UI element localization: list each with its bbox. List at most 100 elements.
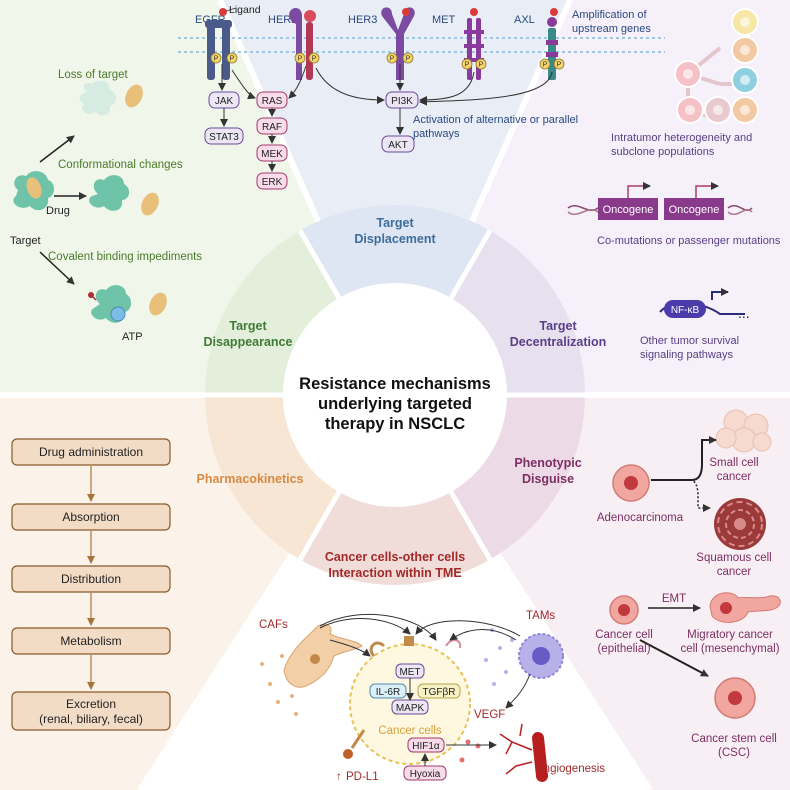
pathway-jak: JAK [215,96,234,107]
center-title-line2: underlying targeted [318,395,472,413]
phospho-egfr-b: P [230,56,235,63]
subclone-tree [674,8,759,124]
survival-line1: Other tumor survival [640,335,739,347]
box-il6r [369,683,407,699]
oncogene-label-2: Oncogene [669,204,720,216]
pk-label-1: Drug administration [39,445,143,459]
label-tme-2: Interaction within TME [328,566,461,580]
heterogeneity-line2: subclone populations [611,146,715,158]
drug-capsule-3 [149,292,167,316]
center-title: Resistance mechanisms underlying targete… [299,375,491,433]
center-circle [283,283,507,507]
target-label: Target [10,235,41,247]
oncogene-box-1 [598,198,658,220]
pathway-raf: RAF [262,122,282,133]
mesenchymal-cell [709,592,781,623]
faded-target-shape [79,80,116,116]
tme-hif1a-label: HIF1α [412,741,440,752]
disappearance-arrows [39,135,87,285]
her3-receptor [381,7,415,81]
phospho-her3-b: P [406,56,411,63]
squamous-line2: cancer [717,566,752,578]
cancer-cell-line1: Cancer cell [595,629,653,641]
cancer-cells-label: Cancer cells [378,725,442,737]
ligand-dot [219,8,227,16]
angiogenesis-label: Angiogenesis [536,763,605,775]
conformational-label: Conformational changes [58,159,183,171]
label-phenotypic-2: Disguise [522,472,574,486]
drug-label: Drug [46,205,70,217]
pk-label-5a: Excretion [66,697,116,711]
drug-capsule-1 [125,84,143,108]
phospho-sites [210,52,565,70]
phospho-egfr-a: P [214,56,219,63]
phospho-her2-a: P [298,56,303,63]
phospho-met-a: P [465,62,470,69]
survival-line2: signaling pathways [640,349,733,361]
dna-strand [567,182,753,220]
vegf-label: VEGF [474,709,505,721]
caf-cell [283,623,363,688]
box-akt [381,135,415,153]
oncogene-label-1: Oncogene [603,204,654,216]
heterogeneity-line1: Intratumor heterogeneity and [611,132,752,144]
receptor-label-met: MET [432,14,456,26]
pathway-akt: AKT [388,140,407,151]
pk-step-1 [11,438,171,466]
receptor-label-her3: HER3 [348,14,377,26]
target-protein-initial [13,171,54,211]
emt-label: EMT [662,593,686,605]
label-disappearance-1: Target [229,319,267,333]
label-phenotypic-1: Phenotypic [514,456,581,470]
csc-line1: Cancer stem cell [691,733,777,745]
migratory-line1: Migratory cancer [687,629,773,641]
tme-mapk-label: MAPK [396,703,425,714]
pk-step-4 [11,627,171,655]
blood-vessel [532,732,548,782]
pathway-ras: RAS [262,96,283,107]
box-pi3k [385,91,419,109]
tme-met-label: MET [399,667,420,678]
nfkb-label: NF-κB [671,305,700,316]
pk-step-2 [11,503,171,531]
box-tgfbr [417,683,461,699]
pathway-mek: MEK [261,149,283,160]
tme-hypoxia-label: Hyoxia [410,769,441,780]
target-protein-atp [88,285,132,323]
adenocarcinoma-label: Adenocarcinoma [597,512,684,524]
tams-label: TAMs [526,610,555,622]
atp-molecule [110,306,126,322]
label-pharmacokinetics: Pharmacokinetics [197,472,304,486]
pathway-erk: ERK [262,177,283,188]
pathway-pi3k: PI3K [391,96,413,107]
comutations-label: Co-mutations or passenger mutations [597,235,781,247]
phospho-her2-b: P [312,56,317,63]
cancer-cell-line2: (epithelial) [597,643,650,655]
axl-receptor [546,8,558,80]
label-displacement-1: Target [376,216,414,230]
loss-of-target-label: Loss of target [58,69,128,81]
target-protein-changed [89,175,130,211]
sector-ring [205,205,585,585]
pk-label-2: Absorption [62,510,119,524]
phospho-met-b: P [479,62,484,69]
pk-flow [11,438,171,731]
pk-label-3: Distribution [61,572,121,586]
small-cell-line2: cancer [717,471,752,483]
tme-tgfbr-label: TGFβR [423,687,456,698]
small-cell-line1: Small cell [709,457,758,469]
label-decentralization-1: Target [539,319,577,333]
box-erk [256,172,288,190]
pdl1-label: PD-L1 [346,771,379,783]
squamous-cell-cluster [714,498,766,550]
small-cell-cluster [715,409,772,453]
amplification-line2: upstream genes [572,23,651,35]
pathway-arrows [218,64,553,172]
csc-line2: (CSC) [718,747,750,759]
pdl1-up-arrow: ↑ [336,771,342,783]
phospho-her3-a: P [390,56,395,63]
her2-receptor [289,8,316,80]
receptor-label-axl: AXL [514,14,535,26]
pk-step-5 [11,691,171,731]
